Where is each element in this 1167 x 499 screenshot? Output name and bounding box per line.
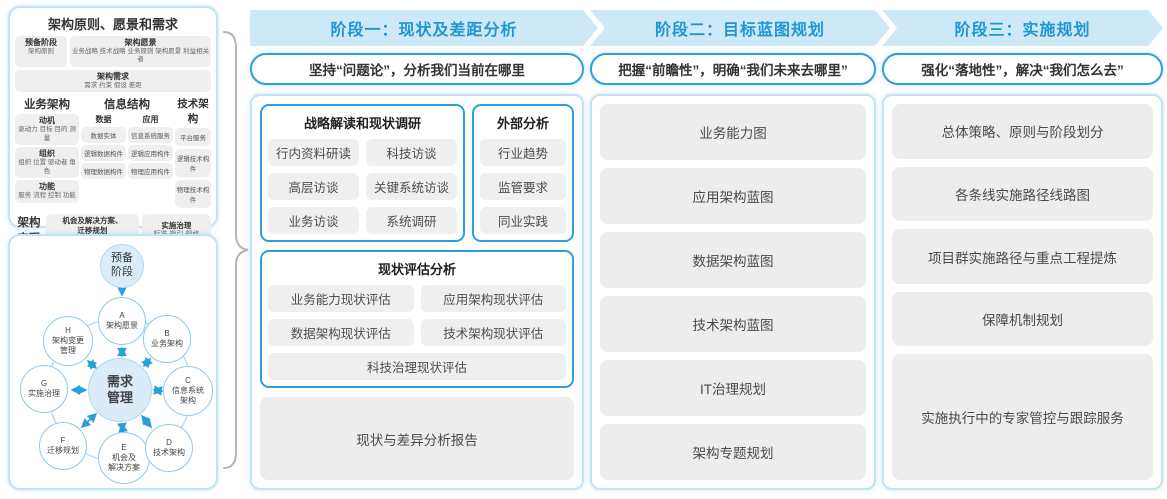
opportunity-title: 机会及解决方案、 迁移规划: [62, 216, 123, 235]
logical-technology-component: 逻辑技术构件: [175, 149, 211, 178]
physical-data-component: 物理数据构件: [81, 163, 126, 180]
adm-cycle-panel: 预备 阶段 A 架构愿景 H 架构变更 管理 B 业务架构 G 实施治理 C 信…: [8, 234, 218, 490]
motivation-box: 动机 驱动力 目标 目的 测量: [15, 114, 79, 146]
technology-architecture-column: 技术架构 平台服务 逻辑技术构件 物理技术构件: [175, 95, 211, 211]
strategy-research-group: 战略解读和现状调研 行内资料研读 科技访谈 高层访谈 关键系统访谈 业务访谈 系…: [260, 104, 466, 242]
external-analysis-title: 外部分析: [497, 116, 550, 131]
p1-item-key-system-interviews: 关键系统访谈: [366, 173, 458, 200]
phase2-subtitle: 把握“前瞻性”，明确“我们未来去哪里”: [590, 53, 876, 85]
phase3-body: 总体策略、原则与阶段划分 各条线实施路径线路图 项目群实施路径与重点工程提炼 保…: [882, 94, 1163, 490]
logical-application-component: 逻辑应用构件: [128, 145, 173, 162]
data-subcolumn: 数据 数据实体 逻辑数据构件 物理数据构件: [81, 114, 126, 181]
adm-phase-d-technology: D 技术架构: [145, 424, 193, 472]
p1-item-application-architecture-assessment: 应用架构现状评估: [420, 285, 566, 312]
organization-box: 组织 组织 位置 驱动者 角色: [15, 147, 79, 179]
adm-phase-a-vision: A 架构愿景: [98, 297, 146, 345]
business-architecture-column: 业务架构 动机 驱动力 目标 目的 测量 组织 组织 位置 驱动者 角色 功能 …: [15, 95, 79, 211]
information-structure-title: 信息结构: [104, 99, 150, 112]
business-architecture-title: 业务架构: [24, 99, 70, 112]
application-subcolumn: 应用 信息系统服务 逻辑应用构件 物理应用构件: [128, 114, 173, 181]
governance-title: 实施治理: [161, 221, 192, 231]
application-title: 应用: [142, 115, 159, 125]
motivation-title: 动机: [39, 116, 55, 126]
prelim-sub: 架构原则: [28, 48, 54, 55]
p3-item-program-path-key-projects: 项目群实施路径与重点工程提炼: [892, 229, 1153, 284]
framework-overview-panel: 架构原则、愿景和需求 预备阶段 架构原则 架构愿景 业务战略 技术战略 业务原则…: [8, 6, 218, 247]
left-to-phases-brace: [223, 31, 249, 469]
p1-gap-analysis-report: 现状与差异分析报告: [260, 397, 574, 480]
information-system-service: 信息系统服务: [128, 127, 173, 144]
information-structure-column: 信息结构 数据 数据实体 逻辑数据构件 物理数据构件 应用 信息系统服务 逻辑应…: [81, 95, 173, 211]
prelim-title: 预备阶段: [25, 38, 57, 47]
organization-title: 组织: [39, 149, 55, 159]
p2-item-architecture-special-topics: 架构专题规划: [600, 424, 866, 480]
phase2-body: 业务能力图 应用架构蓝图 数据架构蓝图 技术架构蓝图 IT治理规划 架构专题规划: [590, 94, 876, 490]
p1-item-system-research: 系统调研: [366, 207, 458, 234]
p2-item-application-architecture-blueprint: 应用架构蓝图: [600, 168, 866, 224]
p2-item-technology-architecture-blueprint: 技术架构蓝图: [600, 296, 866, 352]
p1-item-industry-trends: 行业趋势: [480, 139, 566, 166]
function-sub: 服务 流程 控制 功能: [18, 192, 76, 200]
p1-item-it-governance-assessment: 科技治理现状评估: [268, 353, 566, 380]
p1-item-internal-docs: 行内资料研读: [268, 139, 360, 166]
p3-item-overall-strategy-principles: 总体策略、原则与阶段划分: [892, 104, 1153, 159]
p1-item-peer-practices: 同业实践: [480, 207, 566, 234]
phase1-subtitle: 坚持“问题论”，分析我们当前在哪里: [250, 53, 584, 85]
framework-title: 架构原则、愿景和需求: [47, 17, 178, 32]
p1-item-technology-architecture-assessment: 技术架构现状评估: [420, 319, 566, 346]
platform-service: 平台服务: [175, 128, 211, 147]
phase3-header: 阶段三：实施规划: [882, 10, 1163, 46]
requirements-title: 架构需求: [97, 71, 129, 81]
adm-phase-g-governance: G 实施治理: [20, 365, 68, 413]
architecture-requirements-box: 架构需求 需求 约束 假设 差距: [15, 69, 211, 93]
adm-phase-e-opportunities-solutions: E 机会及 解决方案: [98, 432, 150, 484]
p1-item-data-architecture-assessment: 数据架构现状评估: [268, 319, 414, 346]
p3-item-line-implementation-roadmap: 各条线实施路径线路图: [892, 166, 1153, 222]
physical-technology-component: 物理技术构件: [175, 180, 211, 209]
external-analysis-group: 外部分析 行业趋势 监管要求 同业实践: [472, 104, 574, 242]
vision-sub: 业务战略 技术战略 业务原则 架构愿景 利益相关者: [71, 48, 210, 64]
adm-phase-b-business: B 业务架构: [143, 315, 191, 363]
motivation-sub: 驱动力 目标 目的 测量: [18, 126, 76, 142]
physical-application-component: 物理应用构件: [128, 163, 173, 180]
vision-title: 架构愿景: [124, 38, 157, 47]
assessment-title: 现状评估分析: [377, 262, 456, 277]
prelim-phase-box: 预备阶段 架构原则: [15, 36, 67, 67]
data-entity: 数据实体: [81, 127, 126, 144]
architecture-vision-box: 架构愿景 业务战略 技术战略 业务原则 架构愿景 利益相关者: [70, 36, 211, 67]
function-title: 功能: [39, 182, 55, 192]
adm-requirements-management: 需求 管理: [88, 358, 152, 422]
p1-item-regulatory-requirements: 监管要求: [480, 173, 566, 200]
p1-item-tech-interviews: 科技访谈: [366, 139, 458, 166]
technology-architecture-title: 技术架构: [177, 98, 209, 126]
strategy-research-title: 战略解读和现状调研: [304, 116, 422, 131]
p3-item-safeguard-mechanism-plan: 保障机制规划: [892, 291, 1153, 347]
logical-data-component: 逻辑数据构件: [81, 145, 126, 162]
p1-item-business-capability-assessment: 业务能力现状评估: [268, 285, 414, 312]
function-box: 功能 服务 流程 控制 功能: [15, 180, 79, 203]
requirements-sub: 需求 约束 假设 差距: [84, 81, 142, 89]
current-state-assessment-group: 现状评估分析 业务能力现状评估 应用架构现状评估 数据架构现状评估 技术架构现状…: [260, 250, 574, 388]
phase2-header: 阶段二：目标蓝图规划: [590, 10, 890, 46]
adm-preliminary-phase: 预备 阶段: [100, 244, 144, 288]
p2-item-data-architecture-blueprint: 数据架构蓝图: [600, 232, 866, 288]
adm-phase-c-information-systems: C 信息系统 架构: [163, 366, 213, 416]
p2-item-it-governance-plan: IT治理规划: [600, 360, 866, 416]
adm-phase-f-migration-planning: F 迁移规划: [39, 422, 87, 470]
adm-phase-h-change-management: H 架构变更 管理: [43, 316, 93, 366]
p1-item-business-interviews: 业务访谈: [268, 207, 360, 234]
p1-item-executive-interviews: 高层访谈: [268, 173, 360, 200]
phase1-header: 阶段一：现状及差距分析: [250, 10, 598, 46]
p2-item-business-capability-map: 业务能力图: [600, 104, 866, 160]
data-title: 数据: [95, 115, 112, 125]
organization-sub: 组织 位置 驱动者 角色: [18, 159, 76, 175]
phase1-body: 战略解读和现状调研 行内资料研读 科技访谈 高层访谈 关键系统访谈 业务访谈 系…: [250, 94, 584, 490]
phase3-subtitle: 强化“落地性”，解决“我们怎么去”: [882, 53, 1163, 85]
p3-item-expert-control-tracking: 实施执行中的专家管控与跟踪服务: [892, 354, 1153, 481]
